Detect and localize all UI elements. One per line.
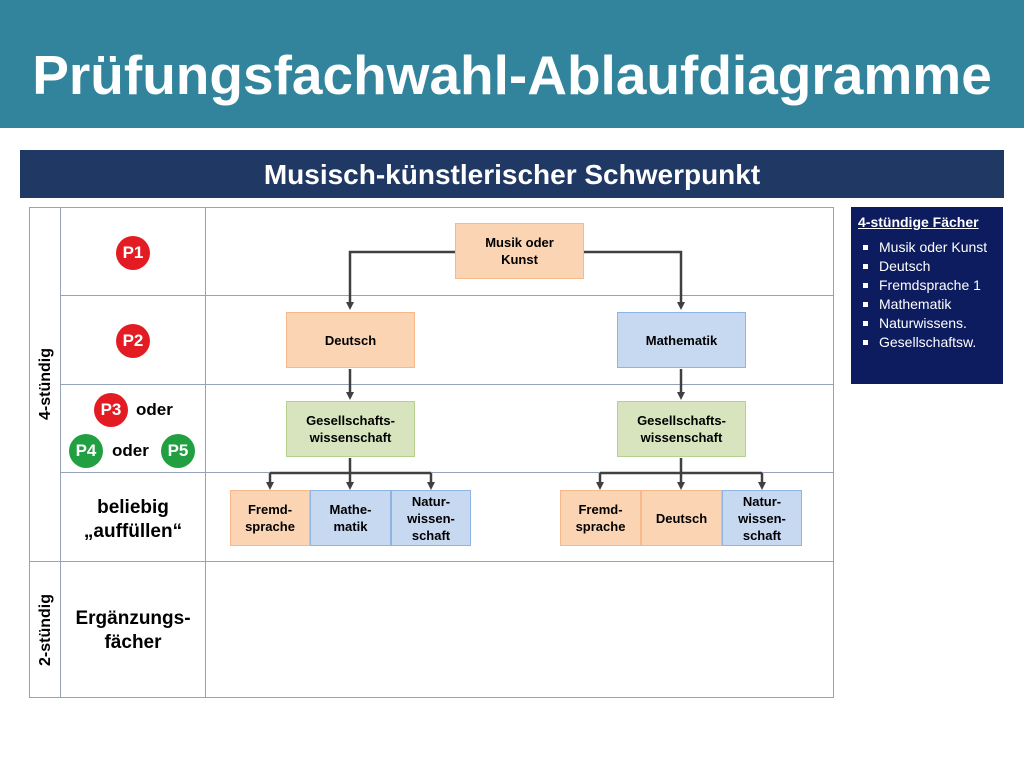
box-left-fill2-line2: matik xyxy=(333,519,368,534)
box-left-fill3-line2: wissen- xyxy=(407,510,455,526)
panel-list-item: Mathematik xyxy=(858,295,997,314)
box-gesellschaft-right: Gesellschafts-wissenschaft xyxy=(617,401,746,457)
panel-item-label: Mathematik xyxy=(879,296,952,312)
box-left-fill2-line1: Mathe- xyxy=(329,502,372,517)
grid-divider-labels xyxy=(205,207,206,698)
fill-row-label-line2: „auffüllen“ xyxy=(83,521,183,542)
box-right-fill3-line1: Natur- xyxy=(742,493,782,509)
box-musik-line1: Musik oder xyxy=(485,235,554,250)
section-subtitle: Musisch-künstlerischer Schwerpunkt xyxy=(20,150,1004,198)
arrow-root-to-deutsch xyxy=(346,250,455,310)
badge-p3: P3 xyxy=(94,393,128,427)
diagram-grid xyxy=(29,207,834,698)
box-right-fill3-line2: wissen- xyxy=(738,510,786,526)
header-bar xyxy=(0,0,1024,128)
fill-row-label-line1: beliebig xyxy=(97,497,169,518)
box-left-fremdsprache: Fremd-sprache xyxy=(230,490,310,546)
box-right-naturwissenschaft: Natur-wissen-schaft xyxy=(722,490,802,546)
box-right-deutsch: Deutsch xyxy=(641,490,722,546)
badge-p2: P2 xyxy=(116,324,150,358)
box-gesellschaft-left-line2: wissenschaft xyxy=(309,430,392,445)
badge-p1: P1 xyxy=(116,236,150,270)
box-left-fill3-line1: Natur- xyxy=(411,493,451,509)
box-left-fill1-line2: sprache xyxy=(245,519,295,534)
box-gesellschaft-left-line1: Gesellschafts- xyxy=(306,413,395,428)
box-musik-line2: Kunst xyxy=(501,252,538,267)
box-left-mathematik: Mathe-matik xyxy=(310,490,391,546)
box-right-fill1-line2: sprache xyxy=(575,519,626,534)
box-gesellschaft-right-line2: wissenschaft xyxy=(640,430,723,445)
bullet-square-icon xyxy=(863,340,868,345)
bullet-square-icon xyxy=(863,245,868,250)
box-left-fill1-line1: Fremd- xyxy=(247,502,293,517)
panel-list-item: Fremdsprache 1 xyxy=(858,276,997,295)
bullet-square-icon xyxy=(863,283,868,288)
supplementary-row-label-line2: fächer xyxy=(104,632,162,653)
panel-item-label: Deutsch xyxy=(879,258,931,274)
box-gesellschaft-right-line1: Gesellschafts- xyxy=(637,413,726,428)
panel-item-label: Musik oder Kunst xyxy=(879,239,988,255)
box-left-naturwissenschaft: Natur-wissen-schaft xyxy=(391,490,471,546)
panel-list-item: Naturwissens. xyxy=(858,314,997,333)
page-title: Prüfungsfachwahl-Ablaufdiagramme xyxy=(32,44,992,106)
grid-row-line-3 xyxy=(60,472,834,473)
bullet-square-icon xyxy=(863,321,868,326)
panel-item-label: Gesellschaftsw. xyxy=(879,334,977,350)
fill-row-label: beliebig „auffüllen“ xyxy=(62,496,204,544)
panel-list-item: Gesellschaftsw. xyxy=(858,333,997,352)
box-right-fill1-line1: Fremd- xyxy=(578,502,623,517)
grid-row-line-4 xyxy=(29,561,834,562)
panel-item-label: Naturwissens. xyxy=(879,315,967,331)
panel-item-label: Fremdsprache 1 xyxy=(879,277,981,293)
oder-label-2: oder xyxy=(112,441,149,460)
grid-divider-side xyxy=(60,207,61,698)
subjects-panel: 4-stündige Fächer Musik oder Kunst Deuts… xyxy=(851,207,1003,384)
bullet-square-icon xyxy=(863,264,868,269)
badge-p5: P5 xyxy=(161,434,195,468)
box-right-fremdsprache: Fremd-sprache xyxy=(560,490,641,546)
panel-list-item: Deutsch xyxy=(858,257,997,276)
grid-row-line-1 xyxy=(60,295,834,296)
supplementary-row-label-line1: Ergänzungs- xyxy=(75,608,191,629)
box-mathematik-p2: Mathematik xyxy=(617,312,746,368)
box-right-fill3-line3: schaft xyxy=(742,527,782,543)
panel-list: Musik oder Kunst Deutsch Fremdsprache 1 … xyxy=(858,238,997,352)
bullet-square-icon xyxy=(863,302,868,307)
box-right-fill2-line1: Deutsch xyxy=(655,510,708,526)
arrow-root-to-mathematik xyxy=(584,250,685,310)
grid-row-line-2 xyxy=(60,384,834,385)
box-deutsch-p2: Deutsch xyxy=(286,312,415,368)
oder-label-1: oder xyxy=(136,400,173,419)
panel-title: 4-stündige Fächer xyxy=(858,214,979,230)
badge-p4: P4 xyxy=(69,434,103,468)
box-left-fill3-line3: schaft xyxy=(411,527,451,543)
panel-list-item: Musik oder Kunst xyxy=(858,238,997,257)
box-gesellschaft-left: Gesellschafts-wissenschaft xyxy=(286,401,415,457)
supplementary-row-label: Ergänzungs- fächer xyxy=(62,607,204,655)
